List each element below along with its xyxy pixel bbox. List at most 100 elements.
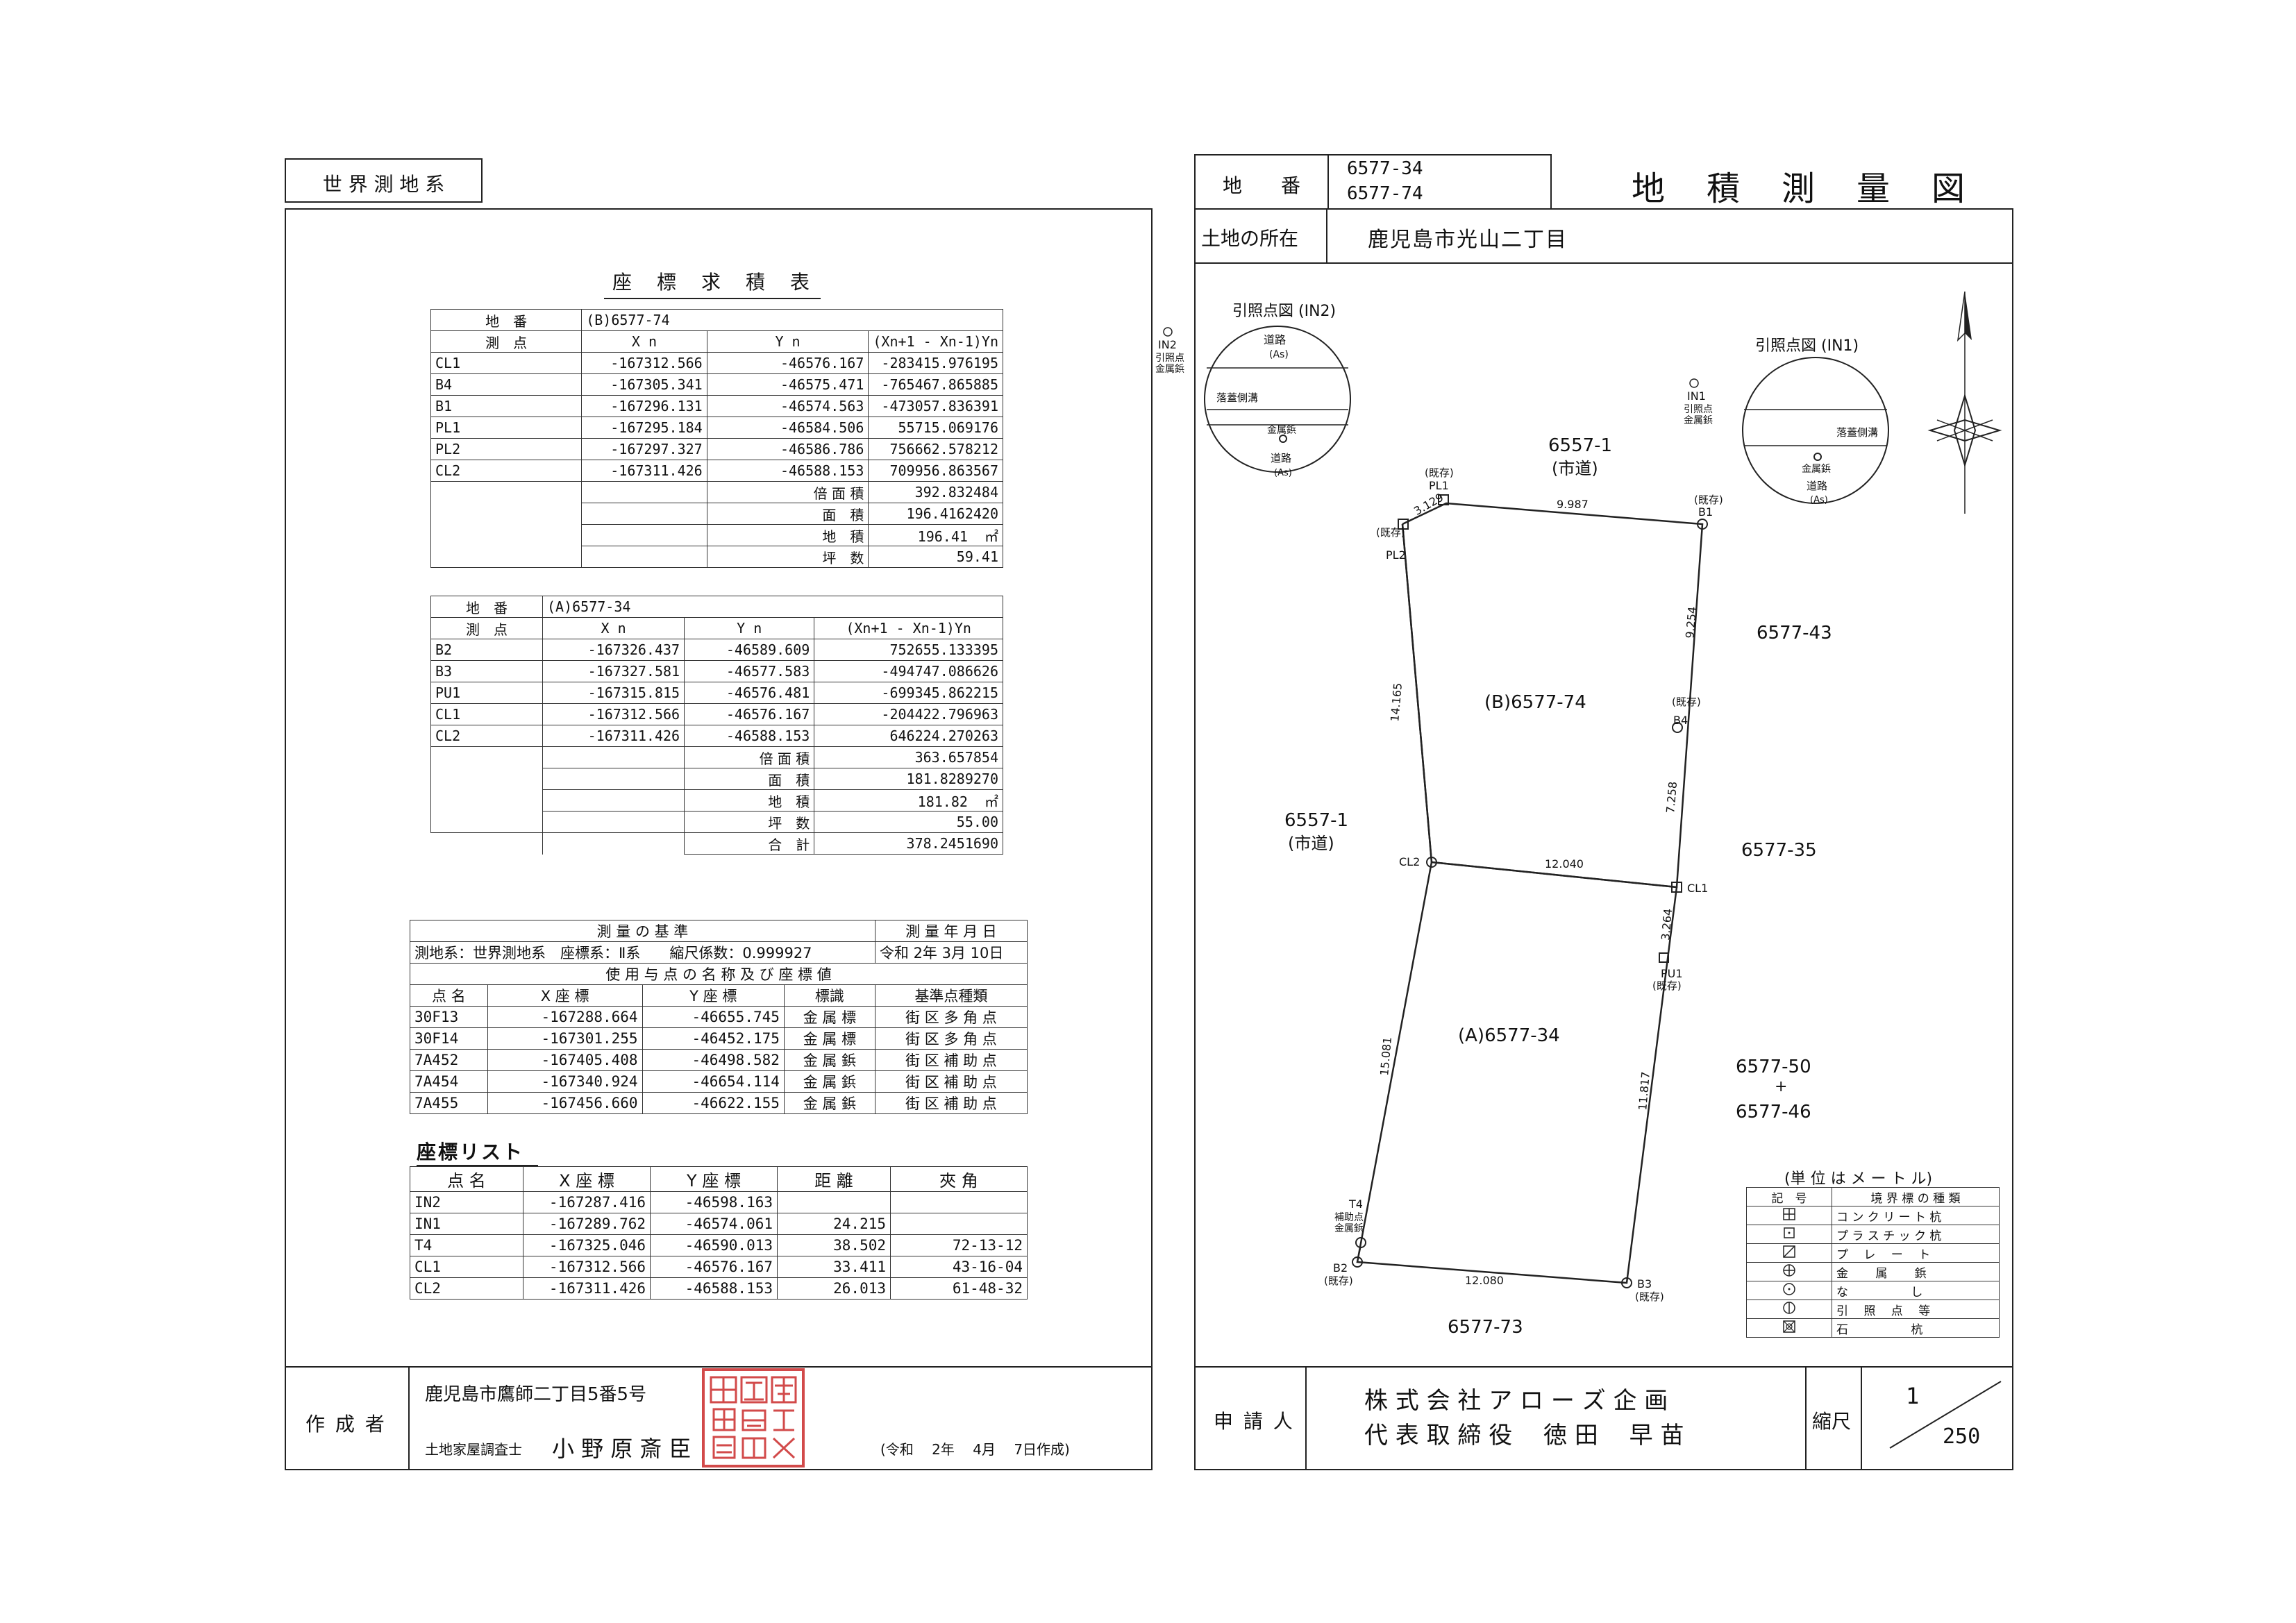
metal-nail-icon xyxy=(1783,1264,1795,1277)
legend-table: 記 号 境 界 標 の 種 類 コ ン ク リ ー ト 杭 プ ラ ス チ ッ … xyxy=(1746,1187,2000,1338)
neighbor-road-left-sub: (市道) xyxy=(1288,834,1334,853)
company-name: 株 式 会 社 ア ロ ー ズ 企 画 xyxy=(1364,1387,1668,1415)
in2-ref-icon xyxy=(1163,327,1173,337)
legend-row: プ レ ー ト xyxy=(1746,1243,2000,1263)
maker-date: (令和 2年 4月 7日作成) xyxy=(880,1441,1070,1458)
pu1-plastic-icon xyxy=(1659,952,1669,963)
b2-status: (既存) xyxy=(1324,1275,1353,1287)
basis-title: 測 量 の 基 準 xyxy=(410,920,875,942)
col-point: 測 点 xyxy=(430,330,583,353)
dist-cl2-cl1: 12.040 xyxy=(1545,857,1584,871)
in1-road: 道路 xyxy=(1807,480,1827,492)
in1-pt-b: 金属鋲 xyxy=(1684,415,1713,426)
in2-nail: 金属鋲 xyxy=(1267,425,1296,436)
seal-glyphs xyxy=(710,1376,797,1459)
plate-icon xyxy=(1783,1245,1795,1258)
col-x: X n xyxy=(581,330,707,353)
lot-a-label: (A)6577-34 xyxy=(1458,1025,1560,1046)
applicant-divider xyxy=(1305,1366,1307,1470)
cl2-nail-icon xyxy=(1426,857,1437,868)
in2-road-lower: 道路 xyxy=(1271,452,1291,464)
basis-table: 測 量 の 基 準 測 量 年 月 日 測地系：世界測地系 座標系：Ⅱ系 縮尺係… xyxy=(410,920,1028,1114)
scale-label: 縮尺 xyxy=(1812,1410,1852,1433)
maker-label: 作 成 者 xyxy=(305,1413,387,1436)
survey-date: 令和 2年 3月 10日 xyxy=(874,941,1028,964)
in2-as-lower: (As) xyxy=(1274,468,1292,478)
neighbor-46: 6577-46 xyxy=(1736,1102,1811,1122)
table-row: CL1-167312.566-46576.167-204422.796963 xyxy=(430,703,1003,725)
in2-nail-icon xyxy=(1279,435,1287,443)
applicant-label: 申 請 人 xyxy=(1214,1410,1295,1433)
legend-row: コ ン ク リ ー ト 杭 xyxy=(1746,1206,2000,1225)
neighbor-43: 6577-43 xyxy=(1757,623,1832,644)
in1-as: (As) xyxy=(1810,495,1828,505)
legend-row: 金 属 鋲 xyxy=(1746,1262,2000,1281)
ref-in1-circle xyxy=(1742,357,1889,504)
table-row: B3-167327.581-46577.583-494747.086626 xyxy=(430,660,1003,682)
neighbor-50: 6577-50 xyxy=(1736,1057,1811,1077)
dist-pl1-b1: 9.987 xyxy=(1557,498,1589,511)
calc-title: 座 標 求 積 表 xyxy=(604,267,821,299)
concrete-pile-icon xyxy=(1783,1208,1795,1220)
page-title: 地 積 測 量 図 xyxy=(1632,169,1970,208)
dist-cl1-pu1: 3.264 xyxy=(1659,908,1675,941)
b1-status: (既存) xyxy=(1694,494,1723,506)
in1-pt-a: 引照点 xyxy=(1684,404,1713,415)
t4-nail-icon xyxy=(1355,1237,1366,1248)
in2-ditch: 落蓋側溝 xyxy=(1216,392,1258,404)
pl1-status: (既存) xyxy=(1425,466,1454,479)
applicant-block xyxy=(1194,1366,2013,1470)
table-row: PU1-167315.815-46576.481-699345.862215 xyxy=(430,682,1003,704)
in2-pt-b: 金属鋲 xyxy=(1155,364,1184,375)
t4-leader xyxy=(1357,1246,1361,1263)
in2-as: (As) xyxy=(1269,349,1289,360)
table-row: CL1-167312.566-46576.167-283415.976195 xyxy=(430,352,1003,374)
stone-pile-icon xyxy=(1783,1320,1795,1333)
reference-point-icon xyxy=(1783,1302,1795,1314)
in2-pt-a: 引照点 xyxy=(1155,353,1184,364)
neighbor-road-top-sub: (市道) xyxy=(1552,459,1598,478)
survey-drawing: 引照点図 (IN2) 道路 (As) 落蓋側溝 金属鋲 道路 (As) IN2 … xyxy=(1155,291,2002,1338)
pl1-label: PL1 xyxy=(1429,479,1449,492)
none-icon xyxy=(1783,1283,1795,1295)
b3-label: B3 xyxy=(1637,1277,1652,1290)
scale-denominator: 250 xyxy=(1943,1424,1981,1449)
dist-b1-b4: 9.254 xyxy=(1683,606,1699,639)
datum-label: 世 界 測 地 系 xyxy=(322,173,445,196)
table-row: B4-167305.341-46575.471-765467.865885 xyxy=(430,373,1003,396)
t4-sub-a: 補助点 xyxy=(1334,1212,1364,1223)
system-text: 測地系：世界測地系 座標系：Ⅱ系 縮尺係数：0.999927 xyxy=(410,941,875,964)
scale-numerator: 1 xyxy=(1906,1383,1920,1409)
scale-slash xyxy=(1889,1381,2002,1449)
scale-divider-2 xyxy=(1861,1366,1862,1470)
seal-border xyxy=(702,1368,805,1468)
b4-label: B4 xyxy=(1673,714,1688,727)
location-label: 土地の所在 xyxy=(1201,227,1299,250)
pl1-plate-icon xyxy=(1438,494,1449,505)
cl2-label: CL2 xyxy=(1399,855,1420,868)
col-y: Y n xyxy=(706,330,869,353)
in2-road: 道路 xyxy=(1264,333,1286,346)
in2-pt: IN2 xyxy=(1158,338,1177,351)
b2-label: B2 xyxy=(1333,1261,1348,1275)
maker-divider xyxy=(408,1366,410,1470)
chiban-value-1: 6577-34 xyxy=(1347,158,1423,179)
date-header: 測 量 年 月 日 xyxy=(874,920,1028,942)
ref-in2-circle xyxy=(1204,326,1351,473)
in1-nail-icon xyxy=(1813,453,1822,461)
dist-cl2-b2: 15.081 xyxy=(1377,1036,1394,1076)
surveyor-seal xyxy=(702,1368,805,1468)
b1-nail-icon xyxy=(1697,519,1708,530)
in1-nail: 金属鋲 xyxy=(1802,464,1831,475)
pu1-status: (既存) xyxy=(1652,979,1682,992)
pl2-plate-icon xyxy=(1398,519,1409,530)
